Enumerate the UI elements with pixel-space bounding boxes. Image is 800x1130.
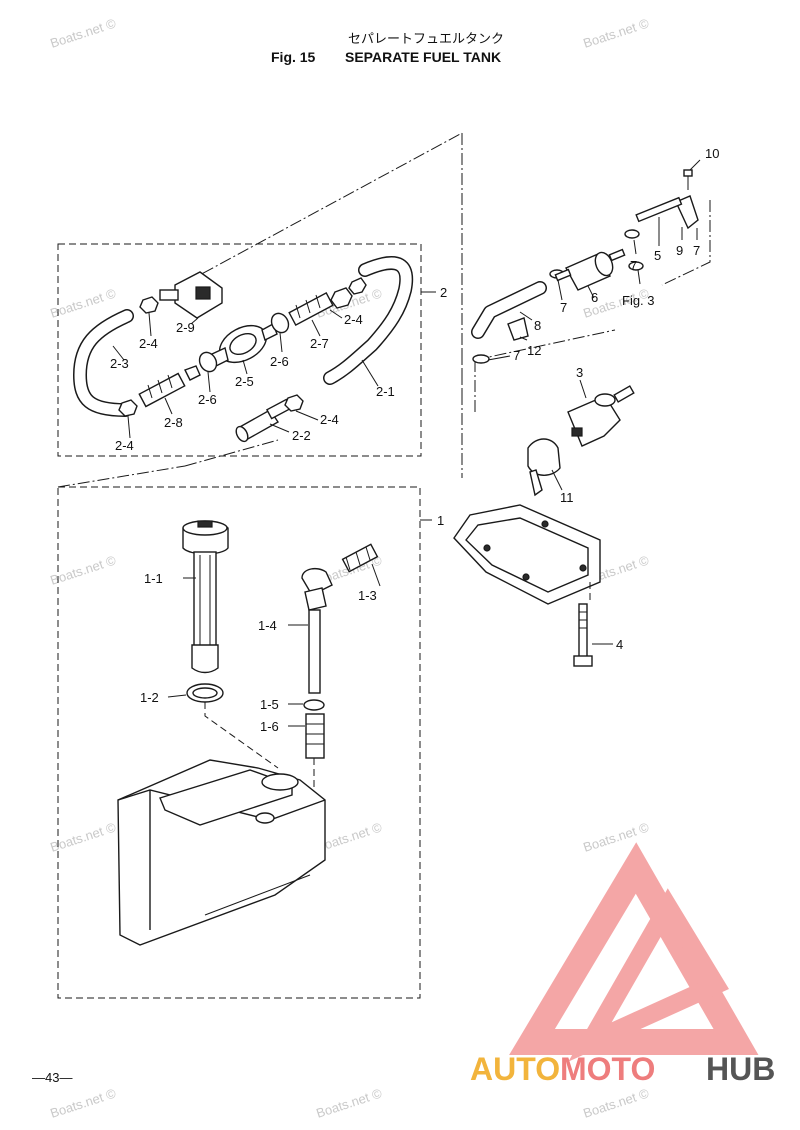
- right-side-parts: [453, 169, 699, 667]
- callout-8: 8: [534, 318, 541, 333]
- callout-2-1: 2-1: [376, 384, 395, 399]
- valve-2-6: [270, 312, 290, 334]
- valve-2-6: [198, 351, 218, 373]
- fuel-filter-6: [554, 248, 626, 291]
- fig-3-reference: Fig. 3: [622, 293, 655, 308]
- logo-text-hub: HUB: [706, 1051, 775, 1087]
- watermark: Boats.net ©: [48, 285, 118, 320]
- callout-2-2: 2-2: [292, 428, 311, 443]
- logo-text-moto: MOTO: [560, 1051, 655, 1087]
- fuel-gauge-1-1: [182, 520, 229, 674]
- clip-7: [624, 229, 640, 239]
- callout-1-1: 1-1: [144, 571, 163, 586]
- watermark: Boats.net ©: [48, 1085, 118, 1120]
- callout-3: 3: [576, 365, 583, 380]
- callout-1: 1: [437, 513, 444, 528]
- pickup-tube-1-4: [301, 567, 333, 694]
- callout-7: 7: [513, 348, 520, 363]
- callout-1-6: 1-6: [260, 719, 279, 734]
- fuel-connector-3: [567, 385, 635, 447]
- filter-1-6: [305, 713, 325, 759]
- nut-2-4: [139, 296, 159, 314]
- callout-2-4: 2-4: [320, 412, 339, 427]
- lever-11: [527, 438, 561, 497]
- callout-12: 12: [527, 343, 541, 358]
- hose-assembly-group-box: [57, 243, 422, 457]
- callout-6: 6: [591, 290, 598, 305]
- group-boxes: [57, 132, 711, 999]
- callout-4: 4: [616, 637, 623, 652]
- callout-11: 11: [560, 490, 574, 505]
- callout-2-4: 2-4: [344, 312, 363, 327]
- fuel-tank-group-box: [57, 486, 421, 999]
- callout-7: 7: [630, 258, 637, 273]
- callout-2-9: 2-9: [176, 320, 195, 335]
- callout-2-7: 2-7: [310, 336, 329, 351]
- o-ring-1-5: [303, 699, 325, 711]
- callout-2-6: 2-6: [198, 392, 217, 407]
- callout-7: 7: [560, 300, 567, 315]
- clip-7: [628, 261, 644, 271]
- connector-2-2: [235, 398, 293, 443]
- bolt-4: [573, 603, 593, 667]
- fuel-tank: [117, 759, 326, 946]
- callout-2-6: 2-6: [270, 354, 289, 369]
- callout-1-2: 1-2: [140, 690, 159, 705]
- callout-1-4: 1-4: [258, 618, 277, 633]
- callout-2-5: 2-5: [235, 374, 254, 389]
- figure-number: Fig. 15: [271, 49, 316, 65]
- automotohub-logo: AUTO MOTO HUB: [470, 842, 775, 1087]
- figure-title: SEPARATE FUEL TANK: [345, 49, 501, 65]
- callout-7: 7: [693, 243, 700, 258]
- fitting-2-7: [288, 277, 367, 326]
- callout-10: 10: [705, 146, 719, 161]
- callout-labels: 2 2-9 2-4 2-3 2-4 2-6 2-7 2-4 2-5 2-6 2-…: [110, 146, 719, 734]
- fitting-2-8: [138, 365, 201, 408]
- hose-8: [471, 281, 547, 341]
- watermark: Boats.net ©: [581, 819, 651, 854]
- leader-lines: [112, 159, 701, 727]
- watermark: Boats.net ©: [581, 15, 651, 50]
- clamp-5: [635, 196, 683, 223]
- nut-2-4: [284, 394, 304, 412]
- callout-2-8: 2-8: [164, 415, 183, 430]
- page-number: —43—: [32, 1070, 72, 1085]
- watermark: Boats.net ©: [314, 1085, 384, 1120]
- hose-assembly-parts: [73, 255, 414, 443]
- nut-2-4: [118, 399, 138, 417]
- callout-2-4: 2-4: [115, 438, 134, 453]
- callout-5: 5: [654, 248, 661, 263]
- screw-10: [683, 169, 693, 190]
- watermark: Boats.net ©: [581, 1085, 651, 1120]
- figure-header: セパレートフュエルタンク Fig. 15 SEPARATE FUEL TANK: [271, 32, 504, 65]
- clip-7: [472, 354, 490, 364]
- watermark: Boats.net ©: [48, 819, 118, 854]
- callout-1-3: 1-3: [358, 588, 377, 603]
- mounting-plate: [453, 504, 601, 605]
- callout-2-4: 2-4: [139, 336, 158, 351]
- logo-text-auto: AUTO: [470, 1051, 560, 1087]
- watermark: Boats.net ©: [48, 552, 118, 587]
- fitting-1-3: [341, 543, 379, 573]
- watermark: Boats.net ©: [48, 15, 118, 50]
- callout-9: 9: [676, 243, 683, 258]
- callout-1-5: 1-5: [260, 697, 279, 712]
- title-japanese: セパレートフュエルタンク: [348, 32, 504, 47]
- callout-2: 2: [440, 285, 447, 300]
- fuel-tank-parts: [117, 520, 379, 946]
- callout-2-3: 2-3: [110, 356, 129, 371]
